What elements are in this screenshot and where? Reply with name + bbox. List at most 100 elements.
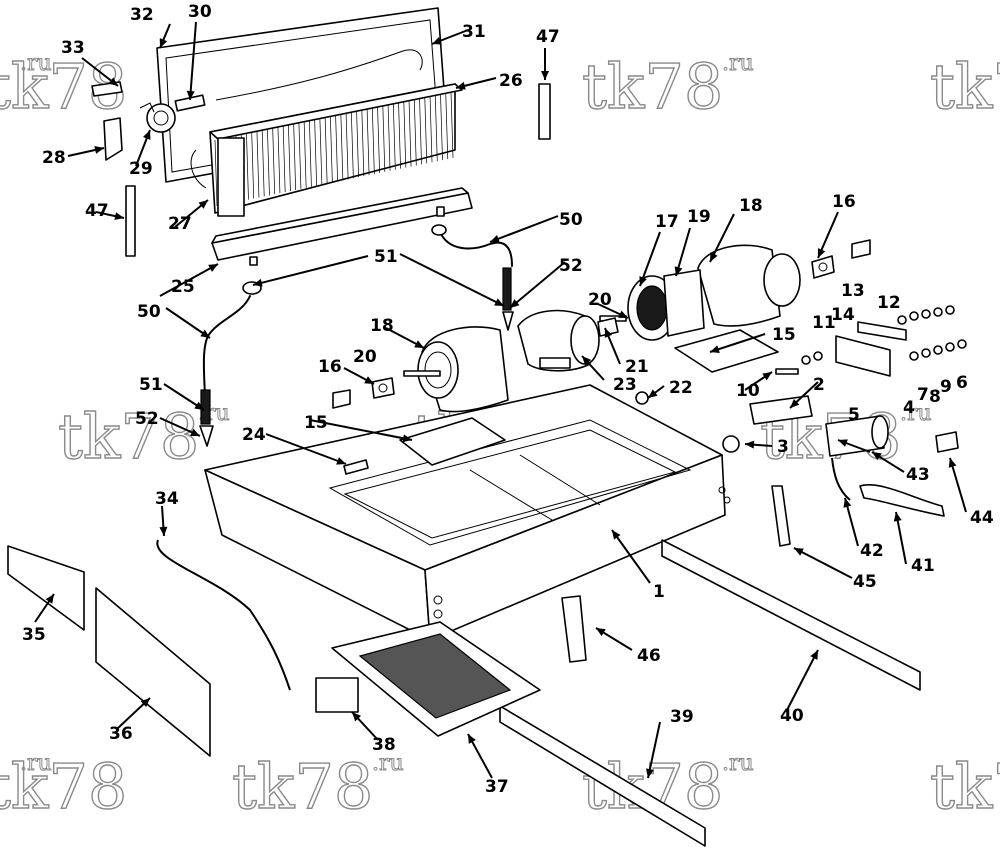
part-sensor-cable xyxy=(156,539,291,691)
leader-arrowhead xyxy=(893,512,902,522)
part-flange-plate xyxy=(371,377,395,399)
callout-2: 2 xyxy=(813,375,825,395)
leader-arrowhead xyxy=(140,698,150,708)
coil-fin xyxy=(214,139,218,207)
coil-fin xyxy=(408,100,412,167)
callout-10: 10 xyxy=(736,381,760,401)
callout-15: 15 xyxy=(772,325,796,345)
watermark-text: tk78 xyxy=(232,750,373,823)
coil-fin xyxy=(272,128,276,195)
part-strap-47 xyxy=(538,83,551,140)
part-grommet xyxy=(635,391,649,405)
coil-fin xyxy=(398,102,401,169)
leader-arrowhead xyxy=(604,328,613,338)
callout-36: 36 xyxy=(109,724,133,744)
callout-7: 7 xyxy=(917,385,929,405)
coil-fin xyxy=(434,95,438,162)
part-motor-mount xyxy=(399,417,506,466)
part-filter-tray xyxy=(331,621,541,737)
coil-fin xyxy=(371,107,375,175)
callout-32: 32 xyxy=(130,5,154,25)
callout-26: 26 xyxy=(499,71,523,91)
leader-line xyxy=(252,255,369,286)
leader-arrowhead xyxy=(817,248,826,258)
part-side-panel xyxy=(7,545,85,631)
leader-arrowhead xyxy=(494,298,504,306)
callout-6: 6 xyxy=(956,373,968,393)
part-motor-mount xyxy=(674,329,779,373)
coil-fin xyxy=(314,119,317,186)
callout-18: 18 xyxy=(739,196,763,216)
part-coil-header xyxy=(190,137,245,217)
leader-arrowhead xyxy=(790,398,800,408)
leader-arrowhead xyxy=(336,457,346,465)
leader-arrowhead xyxy=(159,526,168,536)
part-coupling xyxy=(597,317,619,337)
part-long-rail xyxy=(499,705,706,847)
part-blower-housing xyxy=(417,326,509,413)
leader-arrowhead xyxy=(45,594,54,604)
leader-arrowhead xyxy=(143,130,151,140)
coil-fin xyxy=(356,111,359,178)
callout-22: 22 xyxy=(669,378,693,398)
coil-fin xyxy=(261,130,265,197)
callout-52: 52 xyxy=(135,409,159,429)
coil-fin xyxy=(429,96,433,163)
coil-fin xyxy=(361,110,365,177)
callout-34: 34 xyxy=(155,489,179,509)
callout-4: 4 xyxy=(903,398,915,418)
callout-9: 9 xyxy=(940,377,952,397)
part-refrigerant-line xyxy=(215,49,423,101)
callout-27: 27 xyxy=(168,214,192,234)
part-terminal-block xyxy=(315,677,359,713)
coil-fin xyxy=(413,99,417,166)
leader-line xyxy=(949,457,967,513)
callout-50: 50 xyxy=(559,210,583,230)
leader-arrowhead xyxy=(612,530,621,540)
leader-arrowhead xyxy=(402,434,412,443)
callout-40: 40 xyxy=(780,706,804,726)
part-flange-plate xyxy=(811,255,835,279)
coil-fin xyxy=(256,131,260,198)
coil-fin xyxy=(288,125,291,192)
leader-arrowhead xyxy=(414,340,424,348)
coil-fin xyxy=(387,104,391,171)
leader-line xyxy=(159,263,219,297)
callout-16: 16 xyxy=(318,357,342,377)
coil-fin xyxy=(351,112,354,179)
callout-19: 19 xyxy=(687,207,711,227)
coil-fin xyxy=(309,120,312,187)
coil-fin xyxy=(424,97,428,164)
part-long-rail xyxy=(661,539,921,691)
leader-arrowhead xyxy=(794,548,804,556)
part-blower-wheel xyxy=(627,269,705,341)
callout-45: 45 xyxy=(853,572,877,592)
leader-arrowhead xyxy=(456,81,466,90)
leader-arrowhead xyxy=(510,299,520,308)
part-clip xyxy=(343,459,369,475)
leader-line xyxy=(785,649,819,713)
callout-33: 33 xyxy=(61,38,85,58)
callout-38: 38 xyxy=(372,735,396,755)
leader-arrowhead xyxy=(618,310,628,318)
watermark-text: tk78 xyxy=(58,400,199,473)
watermark-suffix: .ru xyxy=(900,401,932,426)
callout-37: 37 xyxy=(485,777,509,797)
callout-25: 25 xyxy=(171,277,195,297)
leader-line xyxy=(509,261,566,309)
leader-arrowhead xyxy=(432,37,442,45)
watermark-suffix: .ru xyxy=(20,751,52,776)
callout-47: 47 xyxy=(85,201,109,221)
callout-44: 44 xyxy=(970,508,994,528)
callout-31: 31 xyxy=(462,22,486,42)
leader-arrowhead xyxy=(838,439,848,447)
callout-30: 30 xyxy=(188,2,212,22)
part-blower-motor xyxy=(517,309,600,372)
leader-arrowhead xyxy=(194,401,204,410)
coil-fin xyxy=(382,105,386,172)
coil-fin xyxy=(319,118,323,185)
coil-fin xyxy=(251,132,255,199)
leader-line xyxy=(647,721,661,779)
part-drain-valve xyxy=(199,425,214,447)
